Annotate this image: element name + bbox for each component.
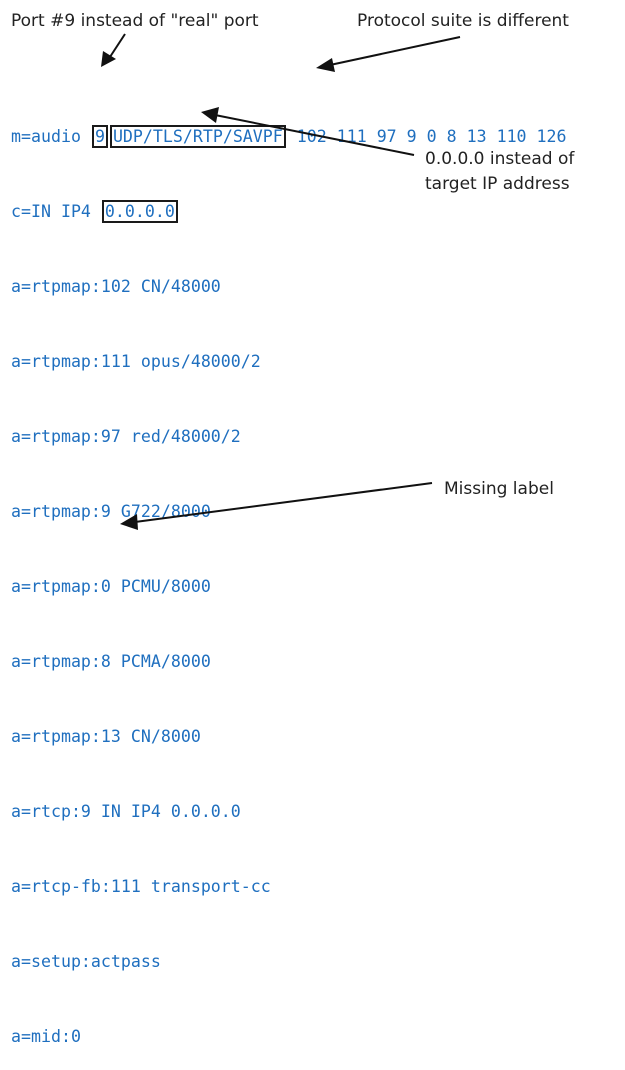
sdp-line: a=rtpmap:9 G722/8000 — [11, 502, 211, 521]
highlight-protocol: UDP/TLS/RTP/SAVPF — [109, 125, 286, 148]
sdp-line: a=setup:actpass — [11, 952, 161, 971]
sdp-line: a=mid:0 — [11, 1027, 81, 1046]
annotation-missing-label: Missing label — [444, 479, 554, 499]
sdp-line: a=rtpmap:97 red/48000/2 — [11, 427, 241, 446]
sdp-media-formats: 102 111 97 9 0 8 13 110 126 — [286, 127, 567, 146]
sdp-connection-line: c=IN IP4 0.0.0.0 — [11, 199, 567, 224]
annotation-ip-line2: target IP address — [425, 174, 570, 194]
highlight-address: 0.0.0.0 — [101, 200, 178, 223]
highlight-port: 9 — [91, 125, 108, 148]
arrows-layer — [101, 33, 461, 530]
arrowhead-icon — [201, 107, 219, 123]
arrow-ip-address — [201, 107, 415, 156]
sdp-line: a=rtcp:9 IN IP4 0.0.0.0 — [11, 802, 241, 821]
annotation-port: Port #9 instead of "real" port — [11, 11, 259, 31]
arrow-port — [101, 33, 126, 67]
sdp-connection-prefix: c=IN IP4 — [11, 202, 101, 221]
annotation-ip-address: 0.0.0.0 instead of target IP address — [425, 147, 574, 197]
annotation-protocol: Protocol suite is different — [357, 11, 569, 31]
arrow-protocol — [316, 36, 461, 72]
sdp-line: a=rtpmap:0 PCMU/8000 — [11, 577, 211, 596]
sdp-media-prefix: m=audio — [11, 127, 91, 146]
sdp-line: a=rtcp-fb:111 transport-cc — [11, 877, 271, 896]
sdp-line: a=rtpmap:102 CN/48000 — [11, 277, 221, 296]
arrowhead-icon — [101, 51, 116, 67]
annotation-ip-line1: 0.0.0.0 instead of — [425, 149, 575, 169]
arrow-missing-label — [120, 482, 433, 530]
sdp-line: a=rtpmap:13 CN/8000 — [11, 727, 201, 746]
arrowhead-icon — [120, 514, 138, 530]
arrowhead-icon — [316, 58, 335, 72]
sdp-line: a=rtpmap:111 opus/48000/2 — [11, 352, 261, 371]
sdp-line: a=rtpmap:8 PCMA/8000 — [11, 652, 211, 671]
